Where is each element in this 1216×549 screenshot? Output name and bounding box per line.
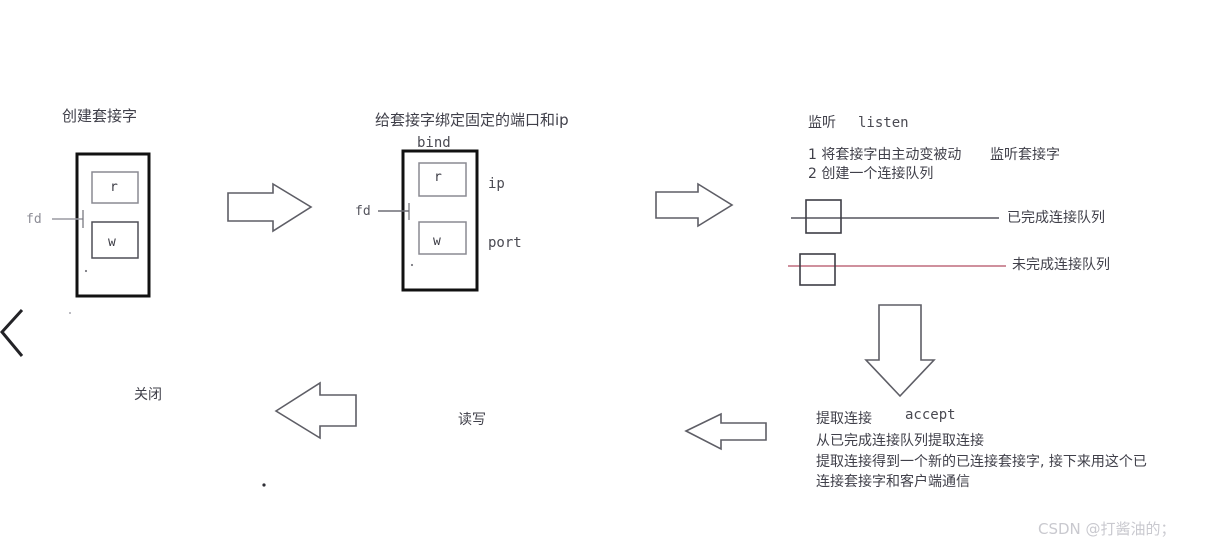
stage-title-listen-en: listen xyxy=(858,115,909,131)
accept-line-2: 提取连接得到一个新的已连接套接字, 接下来用这个已 xyxy=(816,454,1147,470)
socket-write-slot-label-create: w xyxy=(108,235,116,250)
syscall-label-bind: bind xyxy=(417,135,451,151)
socket-write-slot-create xyxy=(91,221,139,259)
queue-done-box xyxy=(805,199,842,234)
listen-point-1: 1 将套接字由主动变被动 xyxy=(808,147,962,163)
fd-label-create: fd xyxy=(26,212,42,227)
artifact-dot-bottom xyxy=(262,483,266,487)
watermark: CSDN @打酱油的； xyxy=(1038,520,1176,538)
listen-point-2: 2 创建一个连接队列 xyxy=(808,166,934,182)
socket-read-slot-bind xyxy=(418,162,467,197)
artifact-dot-bind xyxy=(410,263,414,267)
stage-title-create: 创建套接字 xyxy=(62,107,138,125)
arrow-right-bind-to-listen xyxy=(655,182,734,228)
socket-write-slot-label-bind: w xyxy=(433,234,441,249)
stage-title-bind: 给套接字绑定固定的端口和ip xyxy=(375,111,569,129)
port-label: port xyxy=(488,235,522,251)
arrow-right-create-to-bind xyxy=(227,182,313,233)
listen-socket-label: 监听套接字 xyxy=(990,147,1060,163)
stage-title-accept-cn: 提取连接 xyxy=(816,411,872,427)
socket-write-slot-bind xyxy=(418,221,467,255)
accept-line-3: 连接套接字和客户端通信 xyxy=(816,474,970,490)
queue-pending-label: 未完成连接队列 xyxy=(1012,257,1110,273)
socket-read-slot-create xyxy=(91,171,139,204)
stage-title-listen-cn: 监听 xyxy=(808,115,836,131)
queue-done-label: 已完成连接队列 xyxy=(1007,210,1105,226)
artifact-dot-create xyxy=(84,269,88,273)
stage-title-accept-en: accept xyxy=(905,407,956,423)
arrow-left-accept-to-readwrite xyxy=(684,412,767,451)
socket-read-slot-label-bind: r xyxy=(434,170,442,185)
fd-label-bind: fd xyxy=(355,204,371,219)
left-chevron-icon xyxy=(0,308,24,357)
accept-line-1: 从已完成连接队列提取连接 xyxy=(816,433,984,449)
artifact-dot-create-2 xyxy=(69,312,71,314)
ip-label: ip xyxy=(488,176,505,192)
stage-title-close: 关闭 xyxy=(134,387,162,403)
arrow-left-readwrite-to-close xyxy=(274,381,357,440)
arrow-down-listen-to-accept xyxy=(864,304,936,398)
socket-read-slot-label-create: r xyxy=(110,180,118,195)
stage-title-readwrite: 读写 xyxy=(458,412,486,428)
queue-pending-box xyxy=(799,253,836,286)
